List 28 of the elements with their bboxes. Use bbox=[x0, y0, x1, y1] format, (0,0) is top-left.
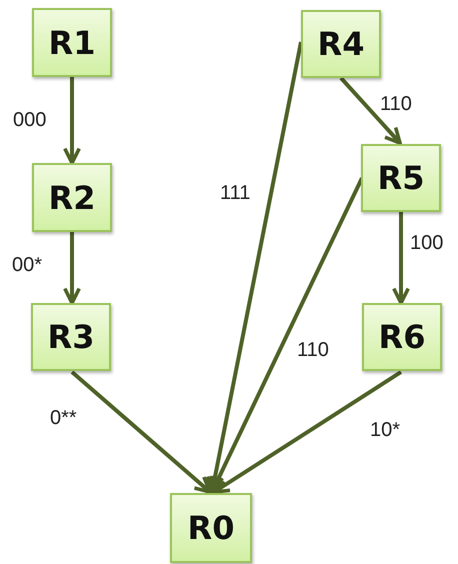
edge-label: 111 bbox=[220, 183, 250, 203]
node-label: R2 bbox=[48, 178, 96, 216]
arrow bbox=[340, 76, 402, 145]
node-label: R4 bbox=[318, 25, 364, 63]
process-box bbox=[32, 163, 112, 232]
edge-label: 000 bbox=[13, 110, 46, 130]
node-label: R3 bbox=[48, 318, 94, 356]
arrow bbox=[392, 212, 410, 305]
process-box bbox=[32, 8, 112, 77]
arrow bbox=[70, 370, 212, 494]
process-box bbox=[362, 303, 442, 371]
edge-label: 10* bbox=[370, 420, 400, 440]
node-label: R0 bbox=[188, 509, 234, 547]
arrow bbox=[212, 370, 402, 494]
edge-label: 100 bbox=[410, 233, 444, 253]
edge-label: 110 bbox=[297, 340, 329, 360]
arrow bbox=[63, 77, 81, 165]
node-label: R1 bbox=[48, 24, 96, 62]
edge-label: 00* bbox=[12, 255, 42, 275]
edge-label: 110 bbox=[380, 94, 412, 114]
node-label: R6 bbox=[378, 318, 426, 356]
process-box bbox=[301, 10, 381, 78]
node-label: R5 bbox=[378, 159, 424, 197]
edge-label: 0** bbox=[50, 408, 77, 428]
arrow bbox=[63, 232, 81, 305]
process-box bbox=[31, 303, 111, 371]
process-box bbox=[170, 493, 252, 563]
process-box bbox=[361, 144, 441, 212]
